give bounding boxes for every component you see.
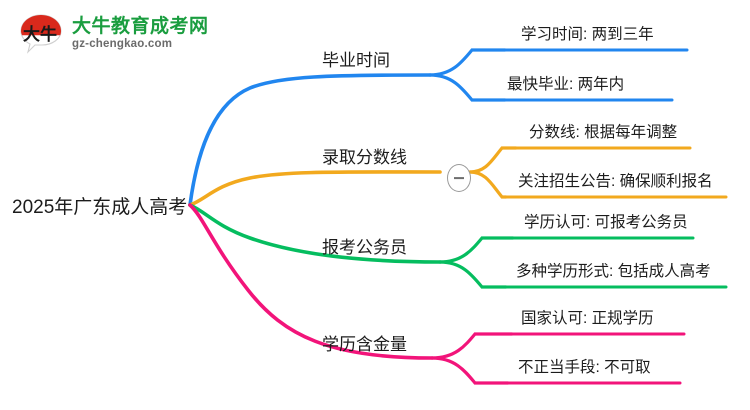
leaf-label-score-line-yearly[interactable]: 分数线: 根据每年调整	[529, 124, 678, 141]
leaf-label-fastest-graduation[interactable]: 最快毕业: 两年内	[507, 76, 625, 93]
collapse-toggle-button[interactable]	[447, 164, 471, 192]
logo-mark-icon: 大牛	[18, 12, 64, 56]
leaf-label-state-recognized[interactable]: 国家认可: 正规学历	[521, 310, 654, 327]
site-logo[interactable]: 大牛 大牛教育成考网 gz-chengkao.com	[18, 10, 258, 58]
leaf-label-improper-means[interactable]: 不正当手段: 不可取	[518, 359, 651, 376]
root-node-label[interactable]: 2025年广东成人高考	[12, 197, 188, 218]
leaf-label-watch-announcements[interactable]: 关注招生公告: 确保顺利报名	[518, 173, 713, 190]
svg-text:大牛: 大牛	[23, 24, 57, 44]
branch-label-graduation-time[interactable]: 毕业时间	[322, 51, 390, 70]
leaf-label-study-duration[interactable]: 学习时间: 两到三年	[521, 26, 654, 43]
branch-label-civil-service[interactable]: 报考公务员	[322, 238, 407, 257]
logo-domain: gz-chengkao.com	[72, 38, 173, 51]
leaf-label-degree-recognized[interactable]: 学历认可: 可报考公务员	[524, 214, 688, 231]
branch-label-admission-score[interactable]: 录取分数线	[322, 148, 407, 167]
leaf-label-multiple-degree-forms[interactable]: 多种学历形式: 包括成人高考	[516, 263, 711, 280]
logo-site-name: 大牛教育成考网	[72, 16, 209, 38]
branch-label-degree-value[interactable]: 学历含金量	[322, 335, 407, 354]
